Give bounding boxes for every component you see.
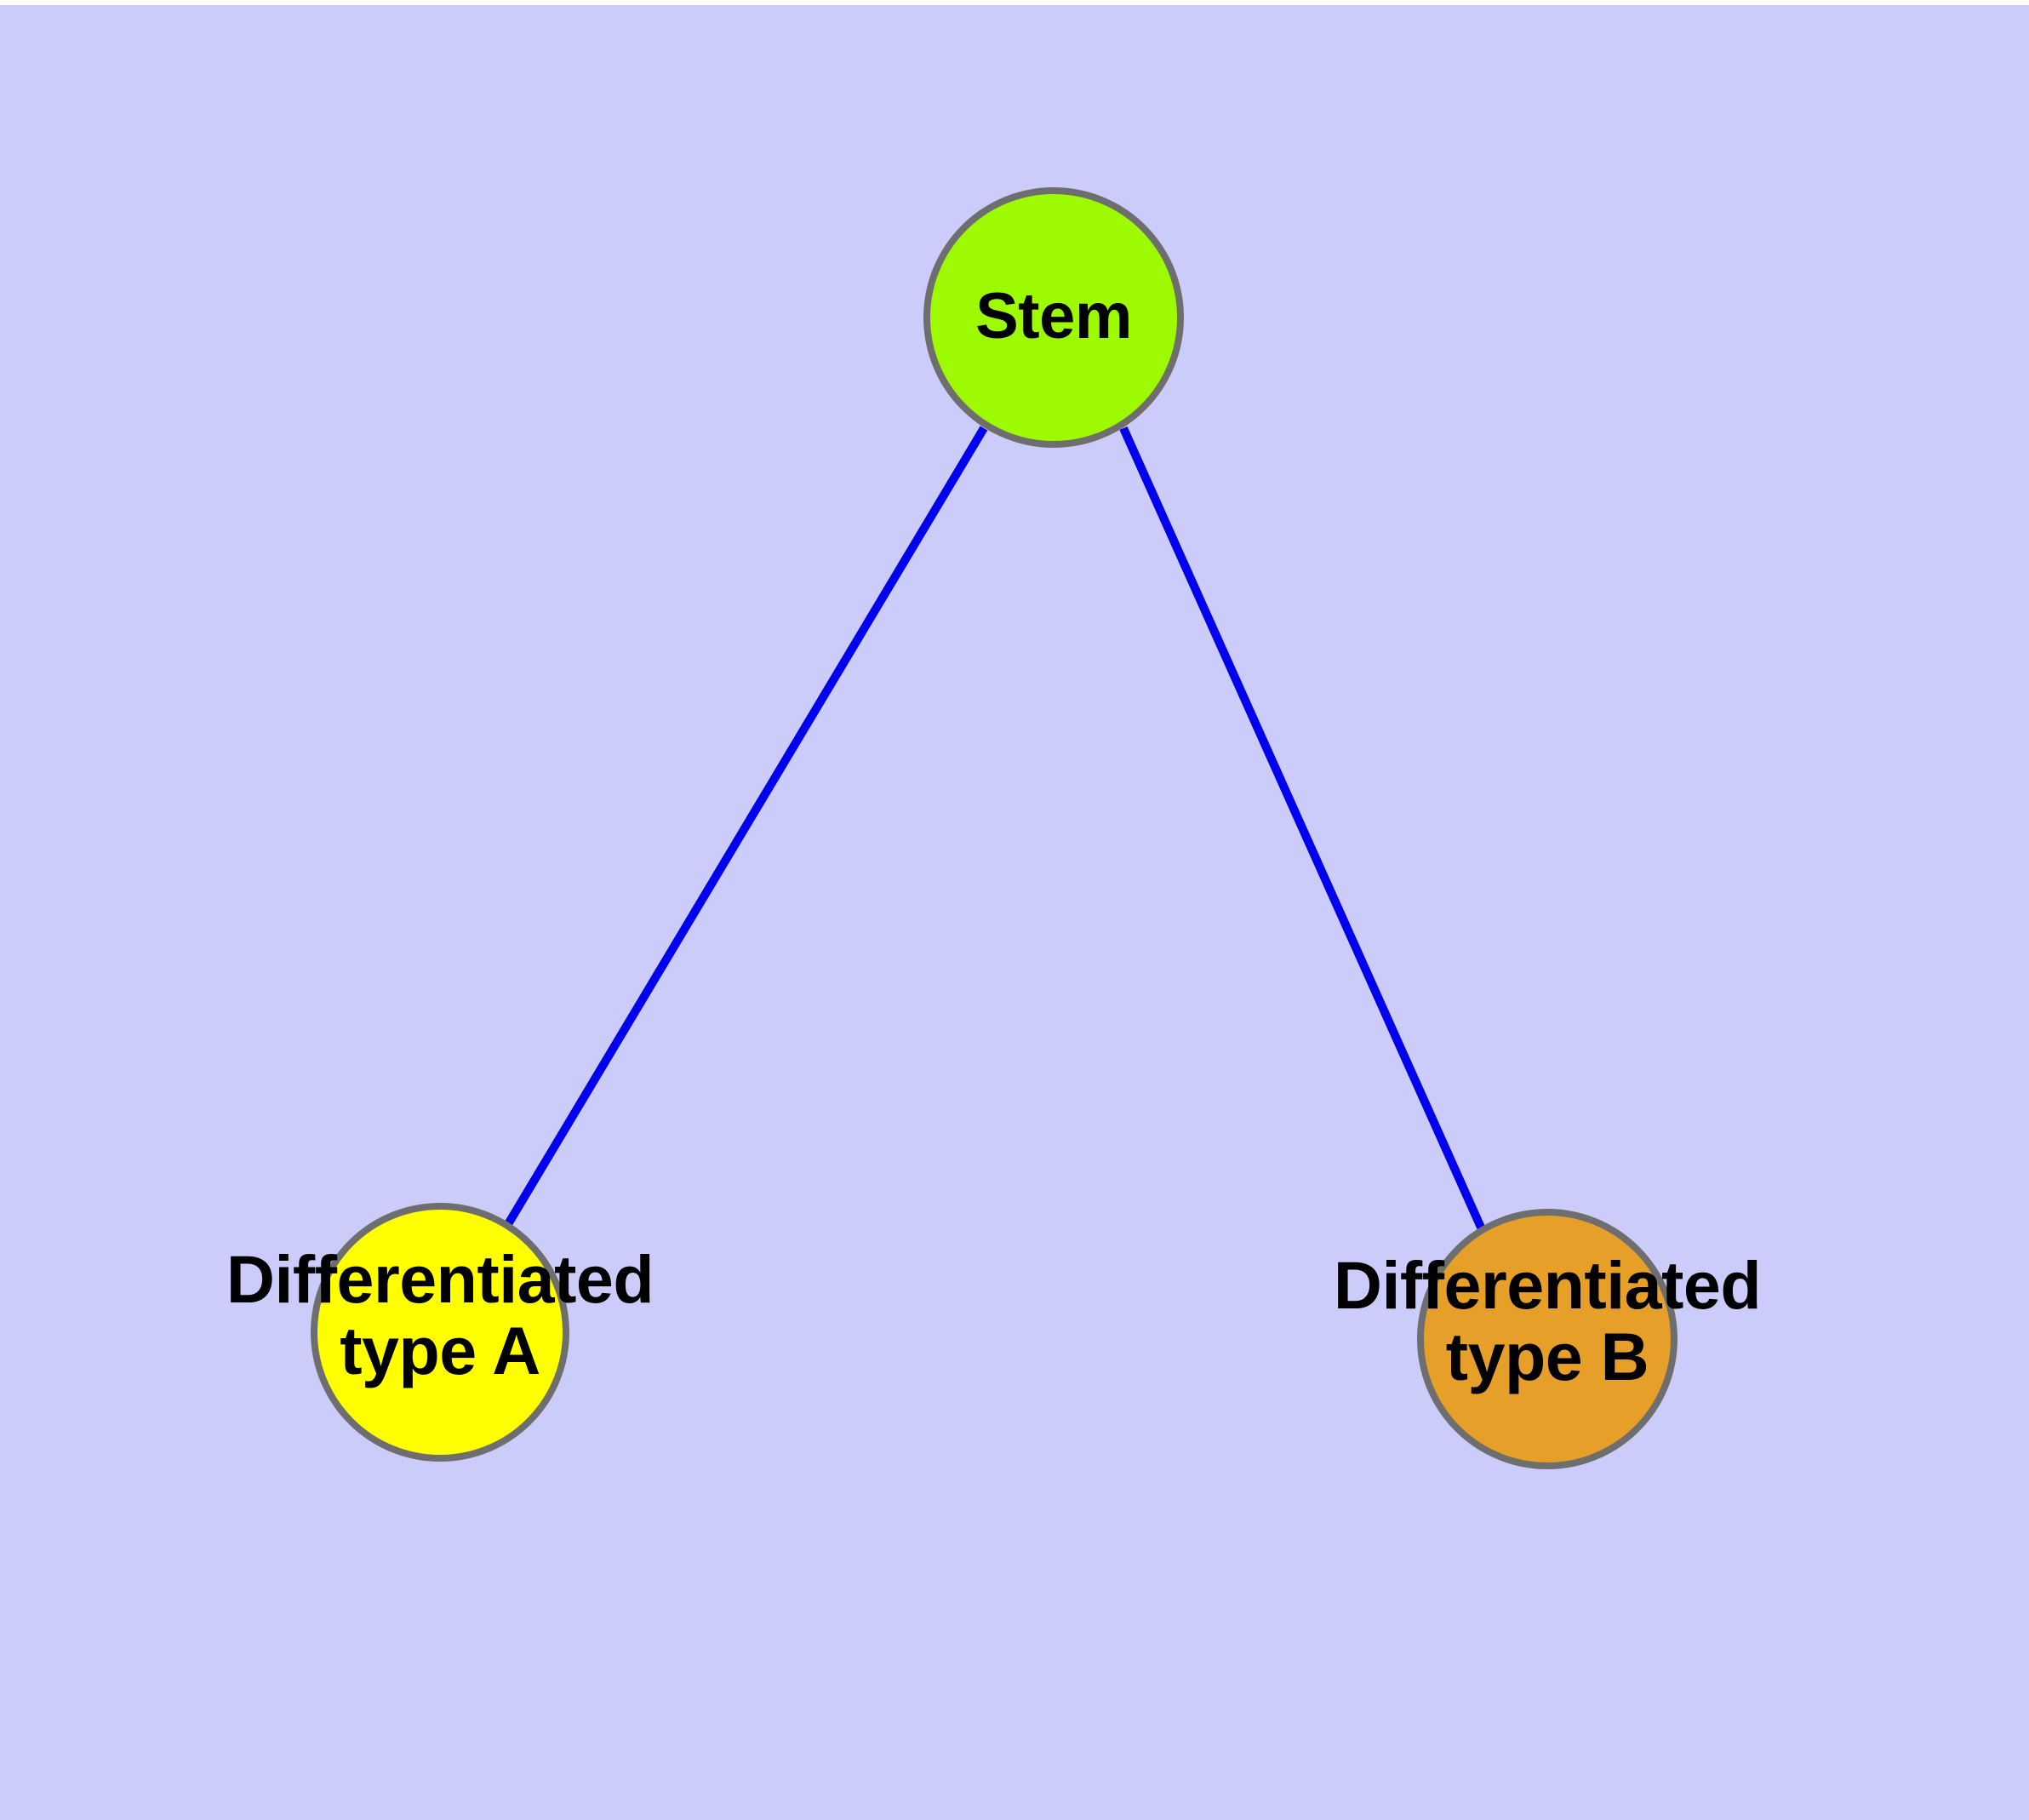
node-differentiated-type-b[interactable]	[1417, 1209, 1677, 1469]
node-stem[interactable]	[923, 187, 1184, 448]
node-differentiated-type-a[interactable]	[311, 1203, 569, 1462]
edge-stem-to-differentiated-type-a	[504, 426, 988, 1227]
edge-stem-to-differentiated-type-b	[1119, 426, 1486, 1232]
